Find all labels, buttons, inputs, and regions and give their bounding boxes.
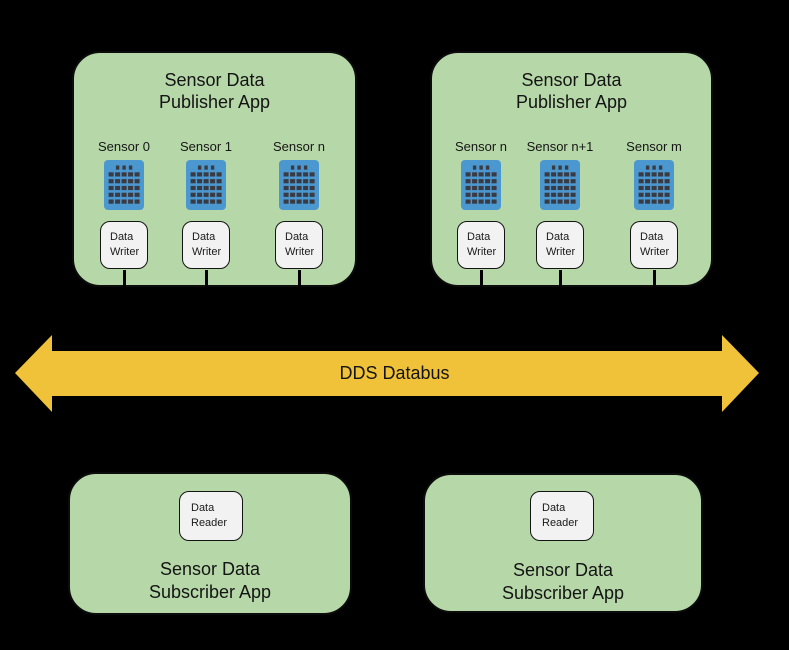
publisher-app-2-title-line1: Sensor Data bbox=[521, 70, 622, 90]
sensor-column-2-1: Sensor n Data Writer bbox=[433, 137, 529, 407]
data-reader-box: Data Reader bbox=[179, 491, 243, 541]
publisher-app-1-title-line1: Sensor Data bbox=[164, 70, 265, 90]
sensor-matrix-icon bbox=[186, 160, 226, 210]
data-writer-box: Data Writer bbox=[100, 221, 148, 269]
writer-to-databus-connector bbox=[298, 270, 301, 353]
data-writer-box: Data Writer bbox=[536, 221, 584, 269]
sensor-matrix-icon bbox=[279, 160, 319, 210]
subscriber-app-1-title-line1: Sensor Data bbox=[159, 559, 261, 579]
writer-to-databus-connector bbox=[123, 270, 126, 353]
sensor-matrix-icon bbox=[540, 160, 580, 210]
sensor-label: Sensor m bbox=[626, 139, 682, 154]
data-writer-box: Data Writer bbox=[275, 221, 323, 269]
publisher-app-1: Sensor Data Publisher App Sensor 0 Data … bbox=[72, 51, 357, 353]
sensor-column-2-3: Sensor m Data Writer bbox=[606, 137, 702, 407]
publisher-app-2-title-line2: Publisher App bbox=[515, 92, 628, 112]
sensor-matrix-icon bbox=[461, 160, 501, 210]
databus-to-reader-connector bbox=[207, 412, 210, 482]
sensor-column-1-2: Sensor 1 Data Writer bbox=[158, 137, 254, 407]
data-reader-box: Data Reader bbox=[530, 491, 594, 541]
sensor-label: Sensor n+1 bbox=[526, 139, 594, 154]
writer-to-databus-connector bbox=[653, 270, 656, 353]
data-writer-box: Data Writer bbox=[630, 221, 678, 269]
sensor-label: Sensor 1 bbox=[179, 139, 233, 154]
sensor-label: Sensor 0 bbox=[97, 139, 151, 154]
subscriber-app-1: Data Reader Sensor Data Subscriber App bbox=[68, 472, 352, 615]
sensor-matrix-icon bbox=[104, 160, 144, 210]
publisher-app-1-title-line2: Publisher App bbox=[158, 92, 271, 112]
subscriber-app-1-title-line2: Subscriber App bbox=[148, 582, 272, 602]
publisher-app-2: Sensor Data Publisher App Sensor n Data … bbox=[430, 51, 713, 353]
subscriber-app-2-title-line2: Subscriber App bbox=[501, 583, 625, 603]
sensor-label: Sensor n bbox=[454, 139, 508, 154]
subscriber-app-1-title: Sensor Data Subscriber App bbox=[70, 558, 350, 604]
dds-databus-label: DDS Databus bbox=[339, 363, 450, 383]
sensor-column-2-2: Sensor n+1 Data Writer bbox=[512, 137, 608, 407]
subscriber-app-2-title-line1: Sensor Data bbox=[512, 560, 614, 580]
sensor-column-1-3: Sensor n Data Writer bbox=[251, 137, 347, 407]
publisher-app-1-title: Sensor Data Publisher App bbox=[74, 69, 355, 113]
sensor-label: Sensor n bbox=[272, 139, 326, 154]
subscriber-app-2-title: Sensor Data Subscriber App bbox=[425, 559, 701, 605]
data-writer-box: Data Writer bbox=[182, 221, 230, 269]
writer-to-databus-connector bbox=[480, 270, 483, 353]
dds-databus-arrow bbox=[15, 335, 759, 412]
writer-to-databus-connector bbox=[559, 270, 562, 353]
data-writer-box: Data Writer bbox=[457, 221, 505, 269]
sensor-column-1-1: Sensor 0 Data Writer bbox=[76, 137, 172, 407]
publisher-app-2-title: Sensor Data Publisher App bbox=[432, 69, 711, 113]
writer-to-databus-connector bbox=[205, 270, 208, 353]
subscriber-app-2: Data Reader Sensor Data Subscriber App bbox=[423, 473, 703, 613]
databus-to-reader-connector bbox=[558, 412, 561, 482]
sensor-matrix-icon bbox=[634, 160, 674, 210]
